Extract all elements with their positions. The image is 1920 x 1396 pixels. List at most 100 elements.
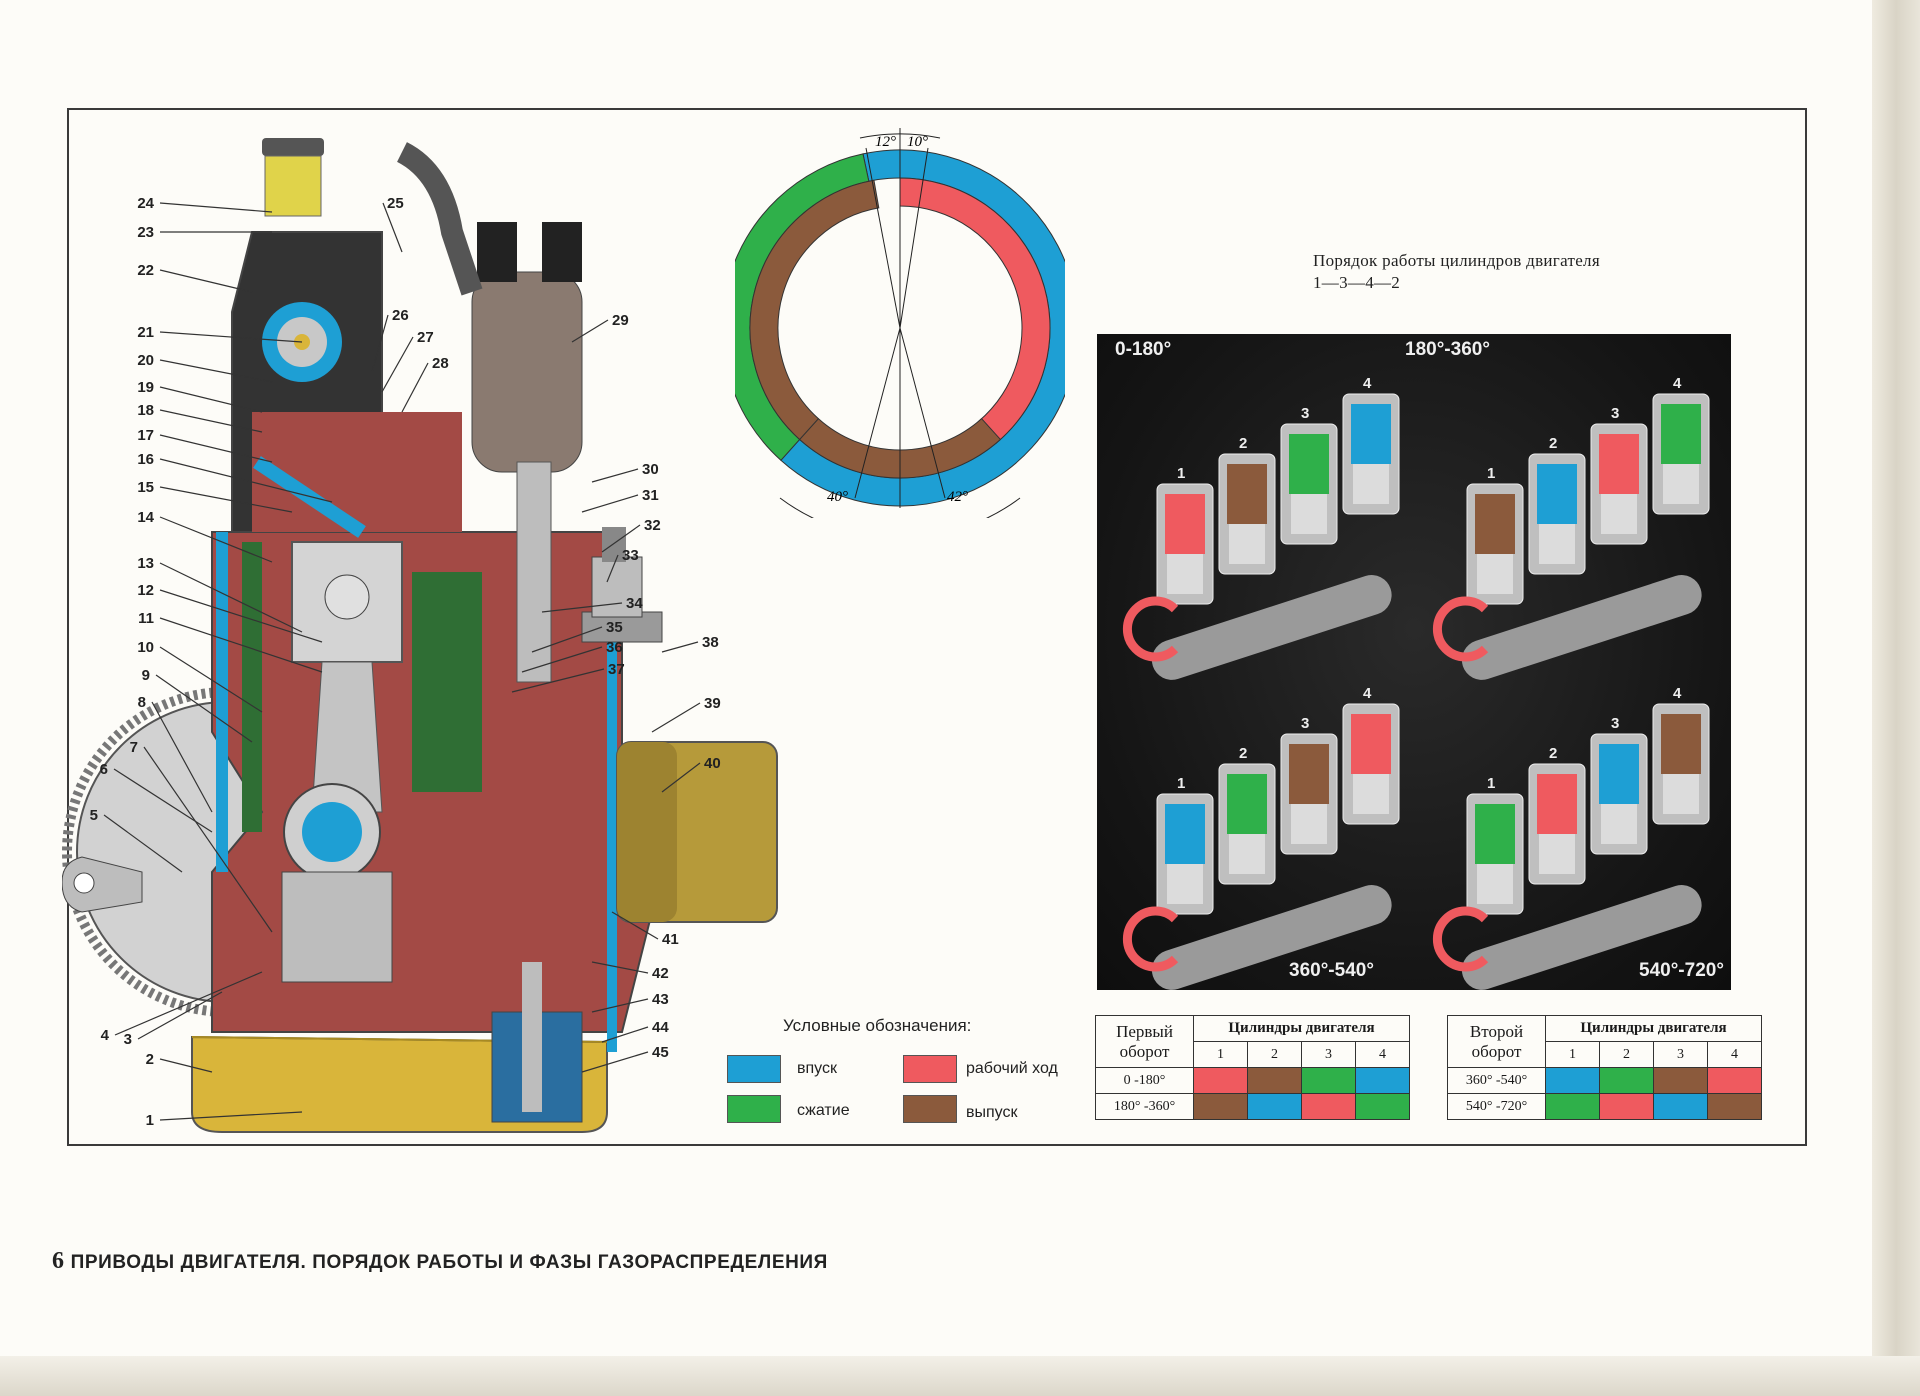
cylinder-number-label: 3 — [1301, 715, 1309, 732]
timing-ray — [865, 147, 901, 329]
part-number-label: 31 — [642, 487, 659, 504]
leader-line — [159, 516, 273, 563]
cylinder-phase-fill — [1289, 434, 1329, 494]
oil-filler-cap — [262, 138, 324, 217]
part-number-label: 16 — [137, 451, 154, 468]
part-number-label: 15 — [137, 479, 154, 496]
leader-line — [159, 646, 263, 713]
leader-line — [155, 674, 253, 743]
part-number-label: 28 — [432, 355, 449, 372]
cylinder-number-label: 2 — [1549, 435, 1557, 452]
cylinder-number-label: 4 — [1673, 375, 1682, 392]
leader-line — [661, 762, 701, 793]
leader-line — [371, 314, 389, 373]
cylinder-piston — [1291, 494, 1327, 534]
cylinder-phase-fill — [1599, 744, 1639, 804]
cylinder-phase-fill — [1661, 404, 1701, 464]
leader-line — [103, 814, 183, 873]
oil-pump — [491, 962, 583, 1123]
leader-line — [571, 319, 609, 343]
leader-line — [159, 434, 273, 463]
quadrant-label-360-540: 360°-540° — [1289, 960, 1374, 981]
cylinder-phase-fill — [1537, 774, 1577, 834]
part-number-label: 8 — [138, 694, 146, 711]
cylinder-piston — [1601, 494, 1637, 534]
quadrant-label-540-720: 540°-720° — [1639, 960, 1724, 981]
part-number-label: 6 — [100, 761, 108, 778]
cylinder-number-label: 1 — [1487, 775, 1495, 792]
cylinder-piston — [1601, 804, 1637, 844]
cylinder-number: 1 — [1545, 1041, 1600, 1068]
crankshaft — [281, 783, 393, 983]
timing-ray — [854, 327, 901, 499]
cylinder-piston — [1167, 554, 1203, 594]
cylinder-number-label: 3 — [1301, 405, 1309, 422]
cylinder-phase-fill — [1475, 494, 1515, 554]
cylinder-piston — [1353, 464, 1389, 504]
phase-cell — [1301, 1067, 1356, 1094]
timing-ray — [899, 147, 929, 329]
part-number-label: 10 — [137, 639, 154, 656]
crankshaft — [1461, 885, 1702, 990]
part-number-label: 13 — [137, 555, 154, 572]
leader-line — [159, 409, 263, 433]
phase-cell — [1355, 1093, 1410, 1120]
part-number-label: 4 — [101, 1027, 110, 1044]
cylinder-phase-table-second-revolution: Второй оборот Цилиндры двигателя 1 2 3 4… — [1447, 1015, 1762, 1120]
part-number-label: 5 — [90, 807, 98, 824]
figure-frame — [67, 108, 1807, 1146]
cylinder-number-label: 2 — [1549, 745, 1557, 762]
leader-line — [601, 524, 641, 553]
tdc-angle-arc — [859, 133, 941, 139]
legend-swatch-exhaust — [903, 1095, 957, 1123]
cylinders-header: Цилиндры двигателя — [1193, 1015, 1410, 1042]
crankshaft — [1461, 575, 1702, 680]
cylinder-number-label: 4 — [1363, 685, 1372, 702]
part-number-label: 45 — [652, 1044, 669, 1061]
leader-line — [159, 1058, 213, 1073]
cylinder-number-label: 1 — [1487, 465, 1495, 482]
leader-line — [159, 1111, 303, 1121]
legend-label-power: рабочий ход — [966, 1060, 1058, 1077]
leader-line — [151, 701, 213, 813]
phase-cell — [1247, 1067, 1302, 1094]
page-number: 6 — [52, 1248, 65, 1274]
phase-cell — [1247, 1093, 1302, 1120]
cylinder-phase-fill — [1475, 804, 1515, 864]
legend-swatch-intake — [727, 1055, 781, 1083]
phase-cell — [1545, 1067, 1600, 1094]
leader-line — [581, 494, 639, 513]
part-number-label: 30 — [642, 461, 659, 478]
cylinder-phase-fill — [1227, 774, 1267, 834]
part-number-label: 26 — [392, 307, 409, 324]
phase-cell — [1193, 1093, 1248, 1120]
cylinder-number-label: 1 — [1177, 775, 1185, 792]
cylinder-piston — [1291, 804, 1327, 844]
cylinder-piston — [1539, 834, 1575, 874]
part-number-label: 41 — [662, 931, 679, 948]
section-title: ПРИВОДЫ ДВИГАТЕЛЯ. ПОРЯДОК РАБОТЫ И ФАЗЫ… — [70, 1252, 828, 1273]
leader-line — [541, 602, 623, 613]
leader-line — [114, 971, 263, 1036]
part-number-label: 36 — [606, 639, 623, 656]
cylinder-head — [231, 231, 462, 538]
leader-line — [159, 269, 253, 293]
leader-line — [159, 386, 263, 413]
part-number-label: 33 — [622, 547, 639, 564]
cylinders-header: Цилиндры двигателя — [1545, 1015, 1762, 1042]
cylinder-number: 1 — [1193, 1041, 1248, 1068]
leader-line — [591, 998, 649, 1013]
part-number-label: 1 — [146, 1112, 154, 1129]
cylinder-number: 3 — [1301, 1041, 1356, 1068]
cylinder-number-label: 2 — [1239, 435, 1247, 452]
leader-line — [143, 746, 273, 933]
cylinder-number-label: 1 — [1177, 465, 1185, 482]
cylinder-number: 4 — [1355, 1041, 1410, 1068]
cylinder-number-label: 3 — [1611, 405, 1619, 422]
phase-cell — [1707, 1093, 1762, 1120]
phase-cell — [1301, 1093, 1356, 1120]
rotation-arrow — [1432, 906, 1489, 972]
